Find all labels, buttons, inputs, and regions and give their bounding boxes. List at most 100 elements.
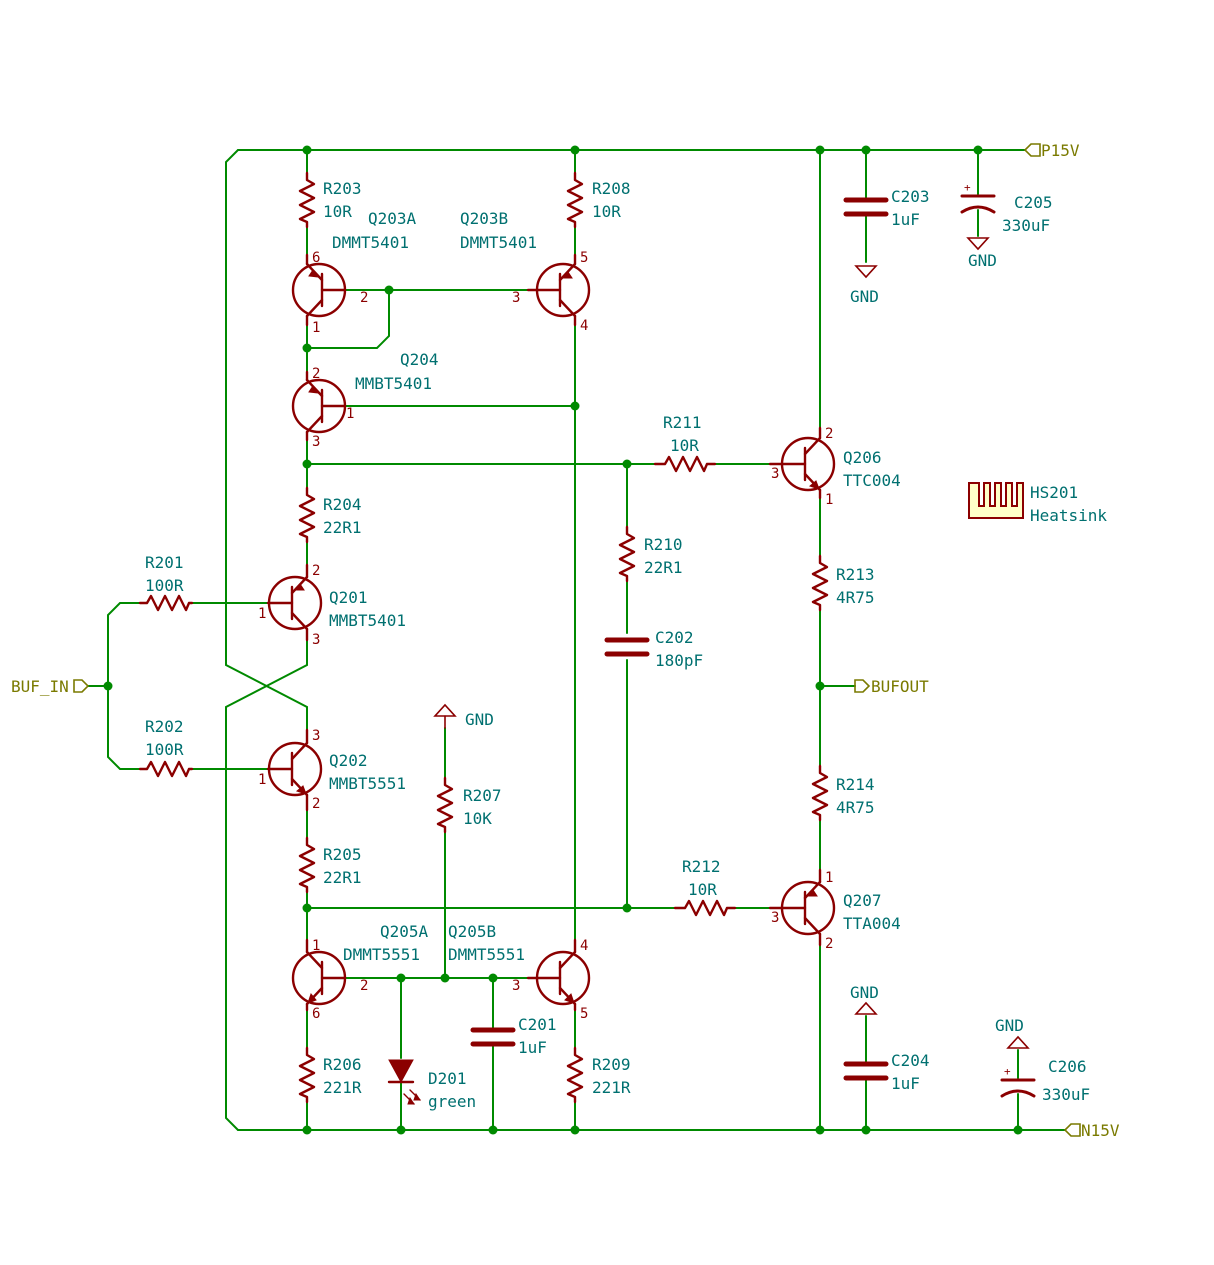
resistor-r208-symbol xyxy=(566,171,584,229)
label-d201-ref: D201 xyxy=(428,1069,467,1088)
junction-dot xyxy=(103,681,113,691)
label-c205-ref: C205 xyxy=(1014,193,1053,212)
junction-dot xyxy=(1013,1125,1023,1135)
pin-number: 2 xyxy=(360,978,368,994)
junction-dot xyxy=(622,903,632,913)
label-r214-value: 4R75 xyxy=(836,798,875,817)
label-q204-value: MMBT5401 xyxy=(355,374,432,393)
label-c205-value: 330uF xyxy=(1002,216,1050,235)
label-q206-ref: Q206 xyxy=(843,448,882,467)
pin-number: 5 xyxy=(580,1006,588,1022)
label-r211-value: 10R xyxy=(670,436,699,455)
label-r207-value: 10K xyxy=(463,809,492,828)
labels: R203 10R Q203A DMMT5401 Q203B DMMT5401 R… xyxy=(11,141,1120,1140)
label-r208-value: 10R xyxy=(592,202,621,221)
junction-dot xyxy=(815,145,825,155)
port-bufout-icon xyxy=(854,679,871,693)
junction-dot xyxy=(302,459,312,469)
label-r205-value: 22R1 xyxy=(323,868,362,887)
svg-text:+: + xyxy=(1004,1065,1011,1078)
resistor-r203-symbol xyxy=(298,171,316,229)
label-r208-ref: R208 xyxy=(592,179,631,198)
label-q202-ref: Q202 xyxy=(329,751,368,770)
label-r205-ref: R205 xyxy=(323,845,362,864)
label-c206-ref: C206 xyxy=(1048,1057,1087,1076)
label-r203-value: 10R xyxy=(323,202,352,221)
capacitor-c205-symbol: + xyxy=(960,181,996,214)
junction-dot xyxy=(570,401,580,411)
label-q207-value: TTA004 xyxy=(843,914,901,933)
net-label-bufout: BUFOUT xyxy=(871,677,929,696)
resistor-r214-symbol xyxy=(811,764,829,822)
label-hs201-value: Heatsink xyxy=(1030,506,1107,525)
label-r213-ref: R213 xyxy=(836,565,875,584)
pin-number: 3 xyxy=(512,290,520,306)
pin-number: 6 xyxy=(312,1006,320,1022)
net-label-n15v: N15V xyxy=(1081,1121,1120,1140)
junction-dot xyxy=(396,1125,406,1135)
label-q207-ref: Q207 xyxy=(843,891,882,910)
transistors xyxy=(266,253,836,1012)
label-r207-ref: R207 xyxy=(463,786,502,805)
pin-number: 3 xyxy=(312,434,320,450)
pin-number: 1 xyxy=(825,492,833,508)
pin-number: 5 xyxy=(580,250,588,266)
label-r202-value: 100R xyxy=(145,740,184,759)
label-q205a-value: DMMT5551 xyxy=(343,945,420,964)
pin-number: 2 xyxy=(825,426,833,442)
net-flags xyxy=(73,143,1081,1137)
junction-dot xyxy=(488,973,498,983)
label-c202-value: 180pF xyxy=(655,651,703,670)
label-q203b-value: DMMT5401 xyxy=(460,233,537,252)
label-r206-ref: R206 xyxy=(323,1055,362,1074)
pin-number: 4 xyxy=(580,318,588,334)
junction-dot xyxy=(488,1125,498,1135)
capacitors: + + xyxy=(470,181,1036,1098)
gnd-symbol xyxy=(1006,1035,1030,1049)
junction-dot xyxy=(815,681,825,691)
label-r203-ref: R203 xyxy=(323,179,362,198)
label-gnd: GND xyxy=(995,1016,1024,1035)
label-r202-ref: R202 xyxy=(145,717,184,736)
label-q205b-ref: Q205B xyxy=(448,922,496,941)
port-n15v-icon xyxy=(1063,1123,1081,1137)
wire-in-r202 xyxy=(107,685,141,770)
junction-dot xyxy=(570,1125,580,1135)
label-r209-value: 221R xyxy=(592,1078,631,1097)
label-hs201-ref: HS201 xyxy=(1030,483,1078,502)
transistor-q201-symbol xyxy=(266,563,323,642)
pin-number: 4 xyxy=(580,938,588,954)
label-r211-ref: R211 xyxy=(663,413,702,432)
led-d201-symbol xyxy=(387,1059,421,1105)
junction-dot xyxy=(861,1125,871,1135)
resistor-r201-symbol xyxy=(138,594,194,612)
label-r201-value: 100R xyxy=(145,576,184,595)
wire-n15v-to-q201-collector xyxy=(225,639,308,1131)
resistor-r204-symbol xyxy=(298,486,316,544)
pin-number: 2 xyxy=(312,366,320,382)
pin-number: 3 xyxy=(312,632,320,648)
pin-number: 1 xyxy=(312,938,320,954)
label-gnd: GND xyxy=(465,710,494,729)
label-q204-ref: Q204 xyxy=(400,350,439,369)
label-d201-value: green xyxy=(428,1092,476,1111)
label-r204-ref: R204 xyxy=(323,495,362,514)
junction-dot xyxy=(302,1125,312,1135)
power-symbols xyxy=(433,237,1030,1049)
junction-dot xyxy=(302,903,312,913)
pin-number: 3 xyxy=(512,978,520,994)
gnd-symbol xyxy=(966,237,990,251)
resistor-r210-symbol xyxy=(618,525,636,583)
gnd-symbol xyxy=(854,1001,878,1015)
transistor-q202-symbol xyxy=(266,728,323,812)
label-r206-value: 221R xyxy=(323,1078,362,1097)
resistor-r213-symbol xyxy=(811,554,829,612)
label-q206-value: TTC004 xyxy=(843,471,901,490)
pin-number: 1 xyxy=(258,606,266,622)
transistor-q204-symbol xyxy=(291,370,347,442)
transistor-q203a-symbol xyxy=(291,253,347,327)
junction-dot xyxy=(302,145,312,155)
junction-dot xyxy=(396,973,406,983)
junction-dot xyxy=(973,145,983,155)
